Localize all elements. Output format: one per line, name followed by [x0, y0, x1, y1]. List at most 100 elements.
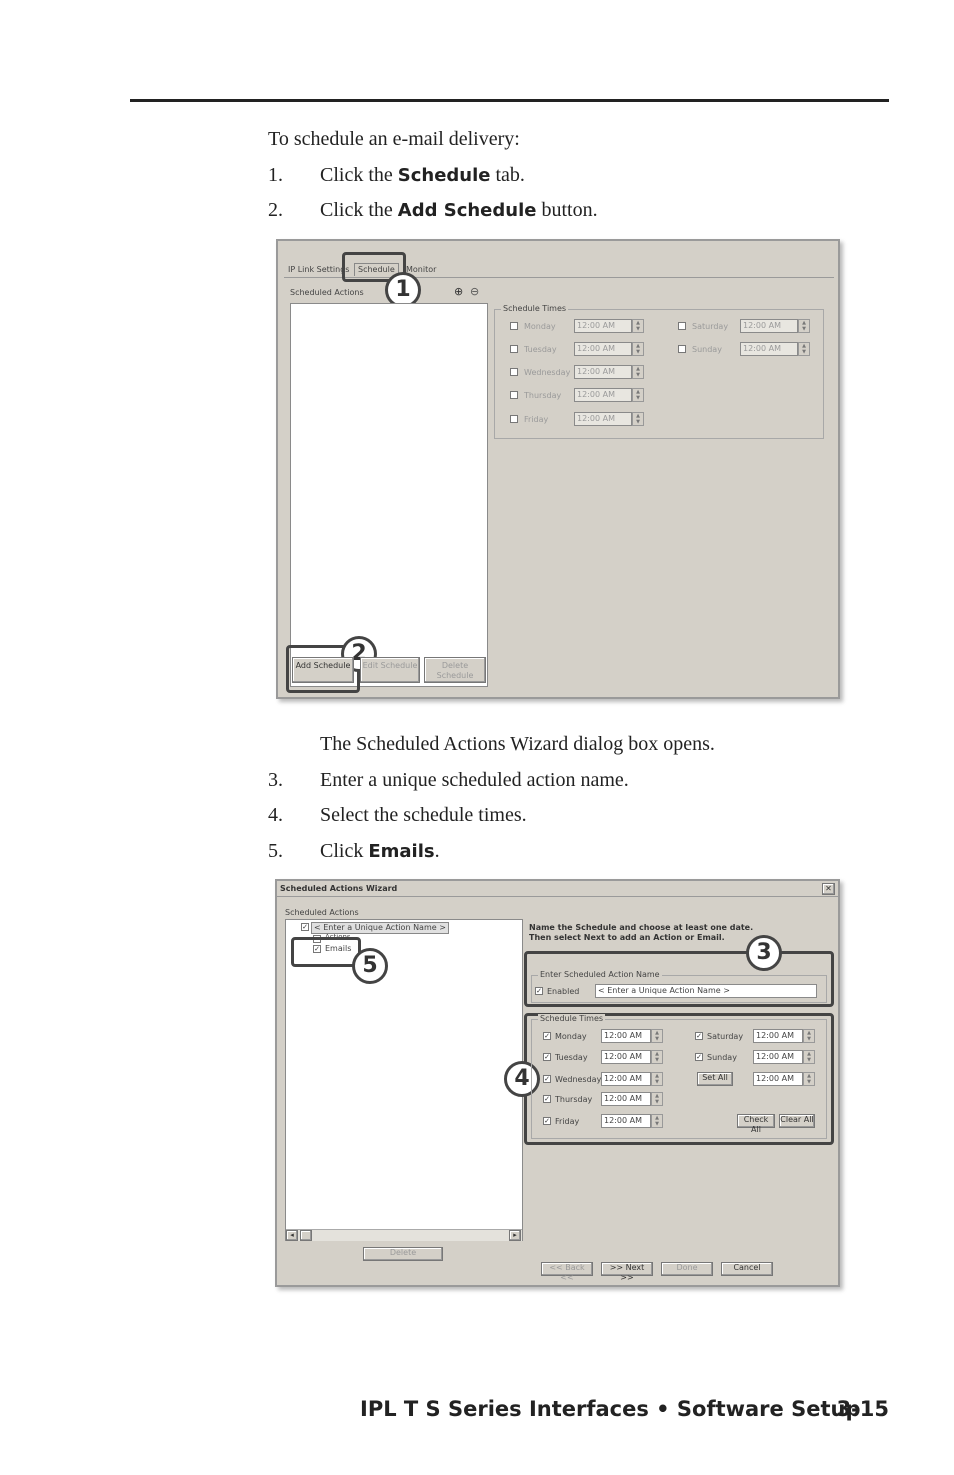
enabled-checkbox[interactable]: ✓: [535, 987, 543, 995]
saturday-checkbox[interactable]: [678, 322, 686, 330]
tuesday-label: Tuesday: [524, 345, 557, 354]
friday-time-input[interactable]: 12:00 AM: [601, 1114, 651, 1128]
tree-actions-item[interactable]: Actions: [325, 934, 351, 939]
check-all-button[interactable]: Check All: [737, 1114, 775, 1134]
thursday-checkbox[interactable]: [510, 391, 518, 399]
callout-5-box: [291, 937, 361, 967]
delete-schedule-button[interactable]: Delete Schedule: [424, 657, 486, 683]
tuesday-time-input[interactable]: 12:00 AM: [574, 342, 632, 356]
friday-time-spinner[interactable]: ▲▼: [632, 412, 644, 426]
step-number: 5.: [268, 840, 283, 862]
thursday-time-input[interactable]: 12:00 AM: [574, 388, 632, 402]
clear-all-button[interactable]: Clear All: [779, 1114, 815, 1128]
wizard-title: Scheduled Actions Wizard: [280, 884, 398, 893]
done-button[interactable]: Done: [661, 1262, 713, 1276]
monday-label: Monday: [555, 1032, 587, 1041]
instruction-line-2: Then select Next to add an Action or Ema…: [529, 933, 725, 942]
friday-checkbox[interactable]: ✓: [543, 1117, 551, 1125]
sunday-checkbox[interactable]: [678, 345, 686, 353]
monday-time-input[interactable]: 12:00 AM: [601, 1029, 651, 1043]
friday-label: Friday: [555, 1117, 580, 1126]
saturday-time-input[interactable]: 12:00 AM: [753, 1029, 803, 1043]
step-text: Click Emails.: [320, 840, 440, 862]
tree-root-item[interactable]: < Enter a Unique Action Name >: [311, 922, 449, 934]
set-all-time-spinner[interactable]: ▲▼: [803, 1072, 815, 1086]
remove-circle-icon[interactable]: ⊖: [470, 285, 480, 298]
wednesday-checkbox[interactable]: [510, 368, 518, 376]
friday-time-input[interactable]: 12:00 AM: [574, 412, 632, 426]
monday-checkbox[interactable]: [510, 322, 518, 330]
instruction-line-1: Name the Schedule and choose at least on…: [529, 923, 754, 932]
back-button[interactable]: << Back <<: [541, 1262, 593, 1282]
tuesday-time-spinner[interactable]: ▲▼: [632, 342, 644, 356]
friday-checkbox[interactable]: [510, 415, 518, 423]
tab-ip-link-settings[interactable]: IP Link Settings: [288, 265, 350, 274]
friday-time-spinner[interactable]: ▲▼: [651, 1114, 663, 1128]
sunday-time-spinner[interactable]: ▲▼: [798, 342, 810, 356]
action-name-group-title: Enter Scheduled Action Name: [538, 970, 662, 980]
enabled-label: Enabled: [547, 987, 580, 996]
scroll-thumb[interactable]: [300, 1230, 312, 1241]
tab-schedule[interactable]: Schedule: [354, 263, 399, 276]
tuesday-checkbox[interactable]: ✓: [543, 1053, 551, 1061]
step-number: 1.: [268, 164, 283, 186]
wednesday-time-input[interactable]: 12:00 AM: [601, 1072, 651, 1086]
monday-time-spinner[interactable]: ▲▼: [632, 319, 644, 333]
scroll-left-icon[interactable]: ◂: [286, 1230, 298, 1241]
tuesday-checkbox[interactable]: [510, 345, 518, 353]
page-number: 3-15: [836, 1397, 889, 1421]
scroll-right-icon[interactable]: ▸: [509, 1230, 521, 1241]
tab-divider: [284, 277, 834, 278]
monday-time-spinner[interactable]: ▲▼: [651, 1029, 663, 1043]
add-circle-icon[interactable]: ⊕: [454, 285, 464, 298]
thursday-time-spinner[interactable]: ▲▼: [632, 388, 644, 402]
add-schedule-button[interactable]: Add Schedule: [292, 657, 354, 683]
wednesday-label: Wednesday: [555, 1075, 602, 1084]
wednesday-time-spinner[interactable]: ▲▼: [651, 1072, 663, 1086]
scheduled-actions-tree[interactable]: [285, 919, 523, 1241]
saturday-time-input[interactable]: 12:00 AM: [740, 319, 798, 333]
sunday-time-spinner[interactable]: ▲▼: [803, 1050, 815, 1064]
step-number: 2.: [268, 199, 283, 221]
wednesday-checkbox[interactable]: ✓: [543, 1075, 551, 1083]
tab-monitor[interactable]: Monitor: [406, 265, 437, 274]
sunday-label: Sunday: [692, 345, 722, 354]
tree-root-checkbox[interactable]: ✓: [301, 923, 309, 931]
thursday-time-spinner[interactable]: ▲▼: [651, 1092, 663, 1106]
thursday-checkbox[interactable]: ✓: [543, 1095, 551, 1103]
step-text: Enter a unique scheduled action name.: [320, 769, 629, 791]
callout-3: 3: [746, 935, 782, 971]
action-name-group: Enter Scheduled Action Name: [531, 970, 827, 1003]
thursday-time-input[interactable]: 12:00 AM: [601, 1092, 651, 1106]
saturday-checkbox[interactable]: ✓: [695, 1032, 703, 1040]
edit-schedule-button[interactable]: Edit Schedule: [360, 657, 420, 683]
delete-button[interactable]: Delete: [363, 1247, 443, 1261]
sunday-time-input[interactable]: 12:00 AM: [753, 1050, 803, 1064]
wednesday-time-input[interactable]: 12:00 AM: [574, 365, 632, 379]
cancel-button[interactable]: Cancel: [721, 1262, 773, 1276]
set-all-button[interactable]: Set All: [697, 1072, 733, 1086]
saturday-time-spinner[interactable]: ▲▼: [798, 319, 810, 333]
tuesday-time-spinner[interactable]: ▲▼: [651, 1050, 663, 1064]
scheduled-actions-list[interactable]: [290, 303, 488, 687]
tree-emails-checkbox[interactable]: ✓: [313, 945, 321, 953]
tree-emails-item[interactable]: Emails: [325, 944, 352, 953]
close-icon[interactable]: ✕: [822, 883, 835, 895]
monday-checkbox[interactable]: ✓: [543, 1032, 551, 1040]
sunday-checkbox[interactable]: ✓: [695, 1053, 703, 1061]
sunday-time-input[interactable]: 12:00 AM: [740, 342, 798, 356]
action-name-input[interactable]: < Enter a Unique Action Name >: [595, 984, 817, 998]
wednesday-time-spinner[interactable]: ▲▼: [632, 365, 644, 379]
next-button[interactable]: >> Next >>: [601, 1262, 653, 1282]
top-rule: [130, 99, 889, 102]
schedule-times-title: Schedule Times: [538, 1014, 606, 1024]
sunday-label: Sunday: [707, 1053, 737, 1062]
step-text: Click the Schedule tab.: [320, 164, 525, 186]
tree-horizontal-scrollbar[interactable]: ◂ ▸: [286, 1229, 522, 1241]
monday-time-input[interactable]: 12:00 AM: [574, 319, 632, 333]
tuesday-time-input[interactable]: 12:00 AM: [601, 1050, 651, 1064]
set-all-time-input[interactable]: 12:00 AM: [753, 1072, 803, 1086]
saturday-time-spinner[interactable]: ▲▼: [803, 1029, 815, 1043]
monday-label: Monday: [524, 322, 556, 331]
saturday-label: Saturday: [692, 322, 729, 331]
